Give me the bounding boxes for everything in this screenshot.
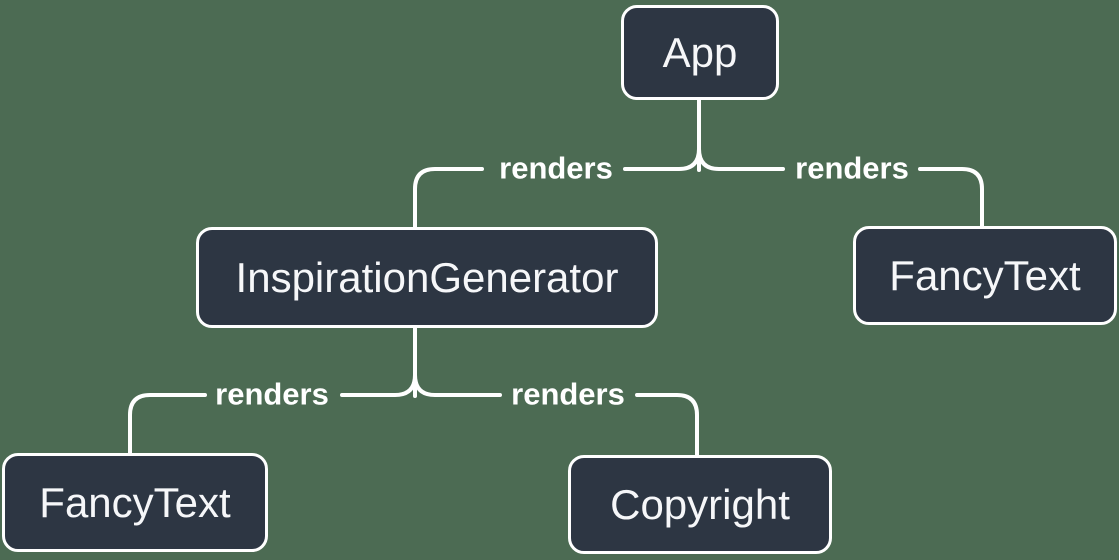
node-fancy-text-bottom: FancyText: [2, 453, 268, 552]
edge-inspirationgenerator-to-fancytext-line-b: [128, 393, 207, 457]
node-fancy-text-bottom-label: FancyText: [39, 478, 231, 526]
node-fancy-text-top: FancyText: [853, 226, 1117, 325]
edge-app-to-fancytext-line-b: [918, 167, 984, 231]
node-inspiration-generator-label: InspirationGenerator: [235, 253, 619, 301]
edge-inspirationgenerator-to-copyright-line-b: [635, 393, 699, 459]
edge-app-to-fancytext-line-a: [697, 95, 785, 171]
edge-app-to-inspirationgenerator-line-a: [623, 95, 701, 171]
node-copyright-label: Copyright: [610, 480, 790, 528]
node-fancy-text-top-label: FancyText: [889, 251, 1081, 299]
node-copyright: Copyright: [568, 455, 832, 554]
edge-inspirationgenerator-to-fancytext-line-a: [340, 323, 417, 397]
edge-label-inspiration-generator-to-copyright: renders: [511, 376, 625, 412]
edge-app-to-inspirationgenerator-line-b: [413, 167, 484, 231]
edge-inspirationgenerator-to-copyright-line-a: [413, 323, 502, 397]
edge-label-inspiration-generator-to-fancy-text: renders: [215, 376, 329, 412]
edge-label-app-to-inspiration-generator: renders: [499, 150, 613, 186]
edge-label-app-to-fancy-text: renders: [795, 150, 909, 186]
node-inspiration-generator: InspirationGenerator: [196, 227, 658, 328]
node-app: App: [621, 5, 779, 100]
node-app-label: App: [662, 28, 738, 76]
